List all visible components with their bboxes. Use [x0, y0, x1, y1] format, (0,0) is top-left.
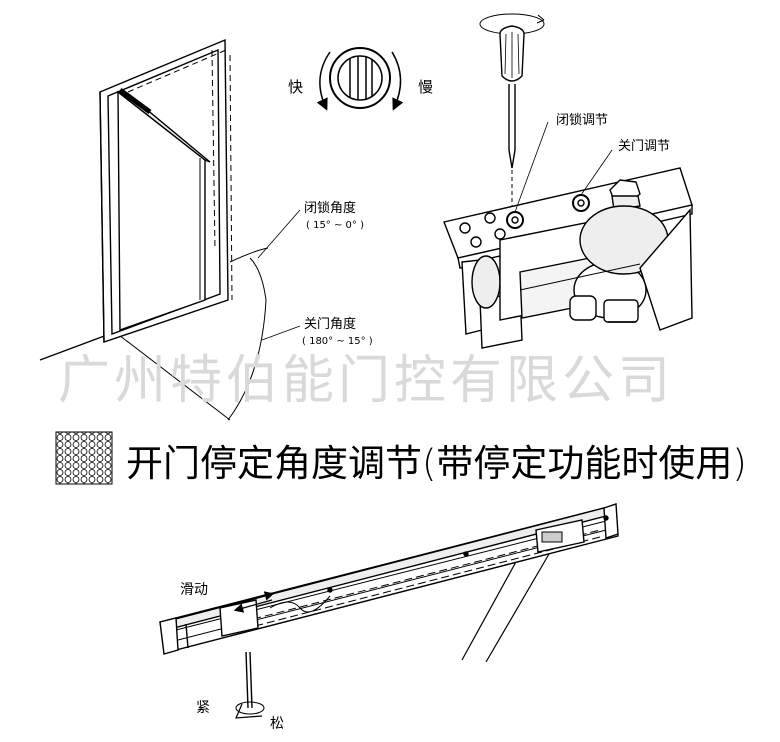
hex-pattern-icon [55, 431, 113, 485]
label-latch-range: ( 15° ~ 0° ) [306, 220, 364, 231]
leader-close-adjust [580, 149, 613, 196]
label-slide: 滑动 [180, 581, 208, 598]
label-loosen: 松 [270, 716, 284, 732]
label-latch-adjust: 闭锁调节 [556, 112, 608, 128]
label-close-range: ( 180° ~ 15° ) [302, 336, 373, 347]
leader-latch-adjust [514, 121, 549, 213]
label-tighten: 紧 [196, 700, 210, 716]
door-drawing [39, 38, 301, 421]
label-slow: 慢 [418, 78, 433, 96]
section-title: 开门停定角度调节(带停定功能时使用) [126, 442, 747, 485]
label-close-angle: 关门角度 [304, 316, 356, 332]
label-close-adjust: 关门调节 [618, 139, 670, 154]
screwdriver-icon [479, 13, 545, 212]
door-closer-body [443, 167, 693, 349]
slide-arrow-icon [233, 591, 275, 613]
label-latch-angle: 闭锁角度 [304, 200, 356, 216]
slide-rail-drawing [159, 503, 619, 663]
speed-knob-icon [316, 47, 404, 111]
label-fast: 快 [288, 78, 303, 96]
watermark-company: 广州特伯能门控有限公司 [58, 351, 674, 411]
hex-key-icon [235, 651, 265, 719]
